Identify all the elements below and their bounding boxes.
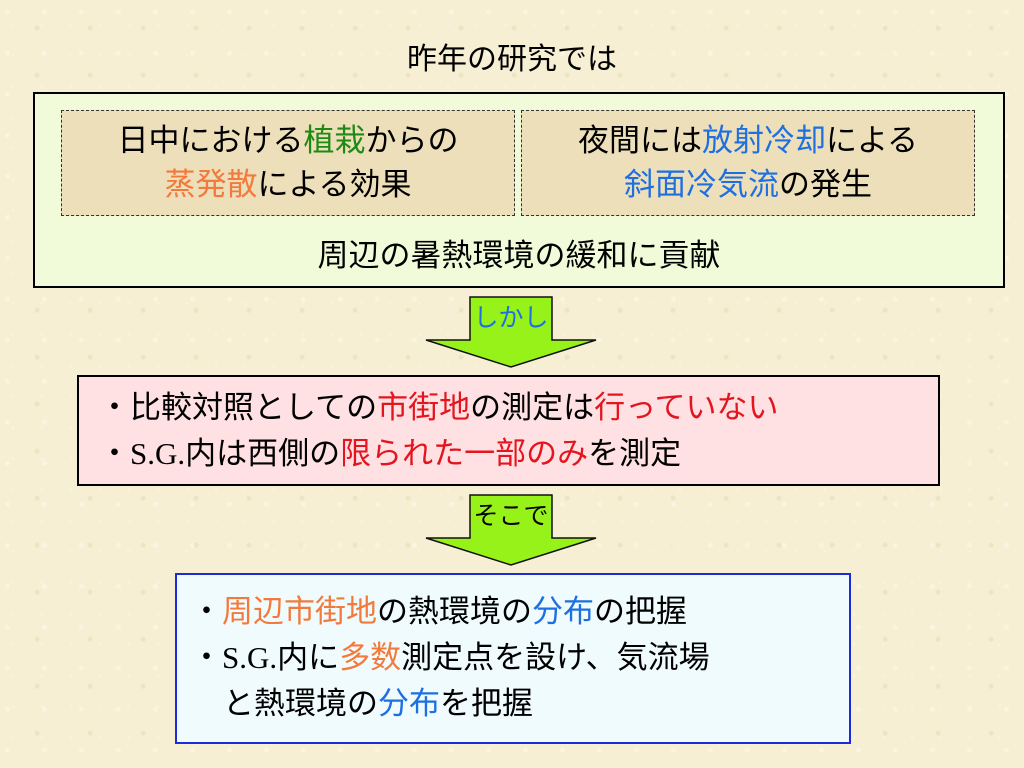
previous-research-box: 日中における植栽からの 蒸発散による効果 夜間には放射冷却による 斜面冷気流の発… xyxy=(33,92,1005,288)
slide-title: 昨年の研究では xyxy=(407,42,617,77)
however-label: しかし xyxy=(473,303,549,332)
mitigation-caption: 周辺の暑熱環境の緩和に貢献 xyxy=(317,238,721,274)
plan-item-2: ・S.G.内に多数測定点を設け、気流場 xyxy=(191,640,710,676)
radiative-cooling-highlight: 放射冷却 xyxy=(701,123,826,159)
planting-highlight: 植栽 xyxy=(303,123,366,159)
arrow-shape-icon xyxy=(425,296,597,368)
problem-item-2: ・S.G.内は西側の限られた一部のみを測定 xyxy=(99,436,682,472)
nighttime-note-line1: 夜間には放射冷却による xyxy=(577,123,919,159)
plan-box: ・周辺市街地の熱環境の分布の把握 ・S.G.内に多数測定点を設け、気流場 と熱環… xyxy=(175,573,851,744)
nighttime-note-line2: 斜面冷気流の発生 xyxy=(624,167,872,203)
slope-cold-airflow-highlight: 斜面冷気流 xyxy=(624,167,779,203)
problem-item-1: ・比較対照としての市街地の測定は行っていない xyxy=(99,390,779,426)
daytime-note-line1: 日中における植栽からの xyxy=(117,123,459,159)
problems-box: ・比較対照としての市街地の測定は行っていない ・S.G.内は西側の限られた一部の… xyxy=(77,375,940,486)
nighttime-effect-note: 夜間には放射冷却による 斜面冷気流の発生 xyxy=(521,110,975,216)
down-arrow-2: そこで xyxy=(424,494,598,566)
plan-item-2-continued: と熱環境の分布を把握 xyxy=(223,686,533,722)
daytime-note-line2: 蒸発散による効果 xyxy=(164,167,412,203)
arrow-shape-icon xyxy=(425,494,597,566)
plan-item-1: ・周辺市街地の熱環境の分布の把握 xyxy=(191,594,687,630)
daytime-effect-note: 日中における植栽からの 蒸発散による効果 xyxy=(61,110,515,216)
down-arrow-1: しかし xyxy=(424,296,598,368)
evapotranspiration-highlight: 蒸発散 xyxy=(164,167,258,203)
therefore-label: そこで xyxy=(473,501,549,530)
